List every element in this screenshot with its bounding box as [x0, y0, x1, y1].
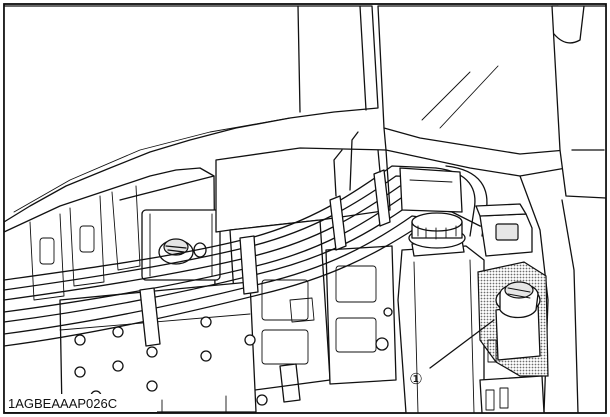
hood-panel: [4, 5, 379, 223]
cab-window: [377, 5, 567, 177]
electrical-connector: [475, 203, 533, 257]
oil-filler-cap: [158, 238, 207, 265]
label-backing: [5, 394, 157, 412]
center-bracket: [215, 147, 397, 393]
lower-right-panel: [479, 339, 545, 413]
callout-number: ①: [409, 371, 422, 388]
lower-left-hardware: [279, 297, 393, 403]
cab-bracket: [399, 167, 463, 213]
figure-code-label: 1AGBEAAAP026C: [8, 396, 117, 411]
reservoir-cap: [495, 281, 541, 319]
coolant-tank: [397, 212, 485, 413]
callout-1: ①: [409, 319, 495, 388]
wiring-harness: [4, 131, 457, 347]
lower-mounting-plate: [59, 281, 268, 413]
